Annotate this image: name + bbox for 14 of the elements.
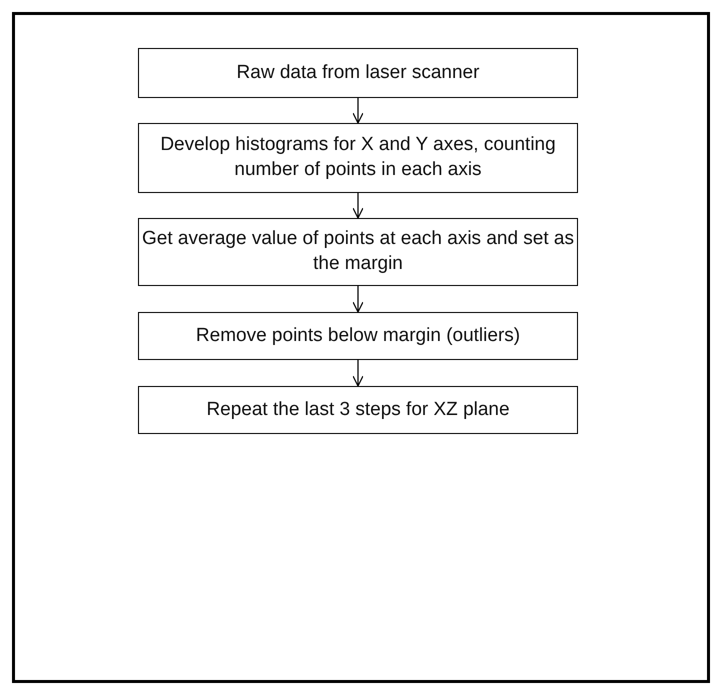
process-box [138, 48, 578, 98]
arrow [352, 193, 364, 219]
step-text: Remove points below margin (outliers) [196, 324, 520, 348]
process-box [138, 218, 578, 286]
step-text: Develop histograms for X and Y axes, counting number of points in each axis [159, 133, 557, 182]
arrow [352, 286, 364, 313]
process-box [138, 386, 578, 434]
process-box [138, 312, 578, 360]
step-text: Repeat the last 3 steps for XZ plane [206, 398, 510, 422]
step-text: Get average value of points at each axis and set as the margin [141, 227, 575, 276]
process-box [138, 123, 578, 193]
step-text: Raw data from laser scanner [236, 60, 480, 85]
arrow [352, 98, 364, 124]
arrow [352, 360, 364, 387]
